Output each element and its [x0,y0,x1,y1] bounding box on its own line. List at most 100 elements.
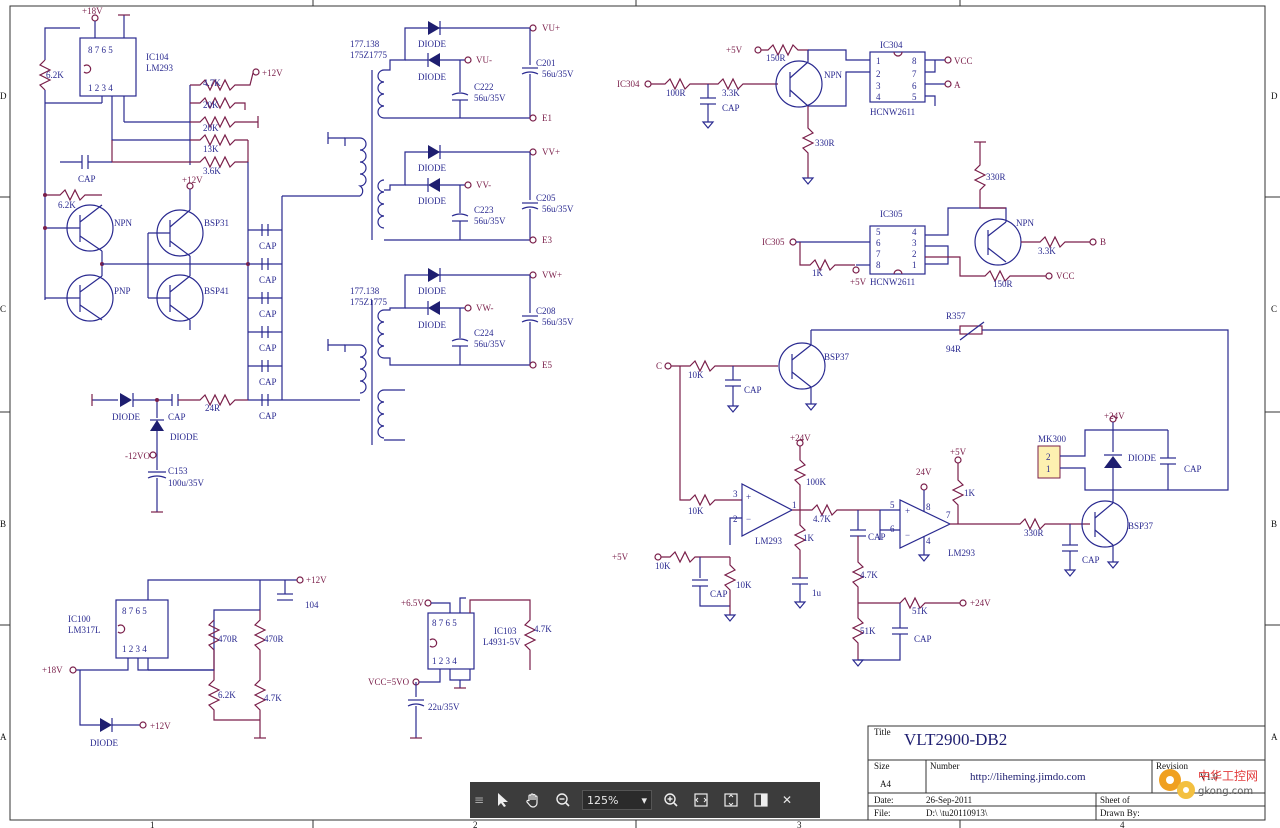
svg-text:DIODE: DIODE [418,286,446,296]
svg-text:CAP: CAP [1184,464,1202,474]
row-label: B [1271,519,1277,529]
svg-text:Drawn By:: Drawn By: [1100,808,1140,818]
svg-text:CAP: CAP [868,532,886,542]
svg-text:+: + [905,506,910,516]
svg-text:7: 7 [912,69,917,79]
svg-text:CAP: CAP [259,377,277,387]
svg-text:1u: 1u [812,588,822,598]
svg-text:LM317L: LM317L [68,625,101,635]
col-label: 3 [797,820,802,828]
chevron-down-icon: ▾ [641,793,647,807]
svg-text:+5V: +5V [950,447,967,457]
svg-text:2: 2 [876,69,881,79]
col-label: 4 [1120,820,1125,828]
svg-text:1 2 3 4: 1 2 3 4 [122,644,147,654]
svg-text:7: 7 [946,510,951,520]
svg-text:DIODE: DIODE [170,432,198,442]
svg-text:BSP37: BSP37 [824,352,850,362]
svg-text:10K: 10K [688,370,704,380]
svg-text:1 2 3 4: 1 2 3 4 [432,656,457,666]
ic104-part: LM293 [146,63,174,73]
svg-text:330R: 330R [815,138,835,148]
svg-text:DIODE: DIODE [90,738,118,748]
svg-text:1K: 1K [803,533,815,543]
svg-text:+18V: +18V [42,665,63,675]
svg-text:DIODE: DIODE [418,72,446,82]
zoom-in-icon[interactable] [656,785,686,815]
zoom-select[interactable]: 125% ▾ [582,790,652,810]
drawing-title: VLT2900-DB2 [904,730,1007,749]
svg-text:56u/35V: 56u/35V [474,216,506,226]
svg-text:DIODE: DIODE [112,412,140,422]
svg-text:8 7 6 5: 8 7 6 5 [432,618,457,628]
panel-icon[interactable] [746,785,776,815]
svg-text:175Z1775: 175Z1775 [350,297,387,307]
svg-text:56u/35V: 56u/35V [474,93,506,103]
svg-text:IC100: IC100 [68,614,91,624]
svg-text:4.7K: 4.7K [813,514,831,524]
svg-text:6: 6 [912,81,917,91]
svg-text:+24V: +24V [1104,411,1125,421]
svg-text:VW+: VW+ [542,270,562,280]
zoom-value: 125% [587,793,619,807]
svg-text:R357: R357 [946,311,966,321]
svg-text:5: 5 [876,227,881,237]
svg-text:10K: 10K [688,506,704,516]
gear-icon [1159,769,1195,799]
hand-icon[interactable] [518,785,548,815]
svg-text:CAP: CAP [259,275,277,285]
svg-text:BSP41: BSP41 [204,286,229,296]
svg-text:8 7 6 5: 8 7 6 5 [122,606,147,616]
svg-text:A: A [954,80,961,90]
regulator-ic103: +6.5V 8 7 6 51 2 3 4 IC103 L4931-5V 4.7K… [368,597,552,739]
svg-text:150R: 150R [766,53,786,63]
svg-text:+5V: +5V [850,277,867,287]
svg-text:4: 4 [926,536,931,546]
svg-text:CAP: CAP [914,634,932,644]
svg-text:51K: 51K [912,606,928,616]
svg-text:IC304: IC304 [880,40,903,50]
opamp-2 [899,499,952,549]
ic104-chip [79,37,137,97]
zoom-out-icon[interactable] [548,785,578,815]
svg-text:PNP: PNP [114,286,131,296]
svg-text:6.2K: 6.2K [218,690,236,700]
svg-text:177.138: 177.138 [350,39,380,49]
capacitor-ladder: CAP CAP CAP CAP CAP CAP [248,195,360,421]
svg-text:HCNW2611: HCNW2611 [870,277,915,287]
svg-text:LM293: LM293 [755,536,783,546]
transformer-1: 177.138 175Z1775 [327,39,387,240]
fit-page-icon[interactable] [716,785,746,815]
svg-text:DIODE: DIODE [1128,453,1156,463]
svg-text:3.6K: 3.6K [203,166,221,176]
svg-text:CAP: CAP [259,309,277,319]
svg-text:20K: 20K [203,100,219,110]
sheet-border [9,5,1266,821]
cursor-icon[interactable] [488,785,518,815]
svg-text:+5V: +5V [726,45,743,55]
svg-text:3: 3 [912,238,917,248]
svg-text:C222: C222 [474,82,494,92]
sheet-size: A4 [880,779,891,789]
svg-text:470R: 470R [218,634,238,644]
svg-text:+6.5V: +6.5V [401,598,424,608]
viewer-toolbar: ≡ 125% ▾ ✕ [470,782,820,818]
svg-text:DIODE: DIODE [418,320,446,330]
svg-text:1: 1 [912,260,917,270]
sidebar-icon[interactable]: ≡ [473,793,485,807]
svg-text:E1: E1 [542,113,552,123]
close-icon[interactable]: ✕ [781,793,793,807]
svg-text:LM293: LM293 [948,548,976,558]
svg-text:VU+: VU+ [542,23,560,33]
svg-text:5: 5 [912,92,917,102]
svg-text:VCC: VCC [954,56,973,66]
fit-width-icon[interactable] [686,785,716,815]
svg-text:175Z1775: 175Z1775 [350,50,387,60]
svg-text:+: + [746,492,751,502]
svg-text:2: 2 [1046,452,1051,462]
svg-text:4.7K: 4.7K [860,570,878,580]
svg-text:4: 4 [876,92,881,102]
svg-text:+12V: +12V [182,175,203,185]
relay-mk300 [1037,445,1061,479]
